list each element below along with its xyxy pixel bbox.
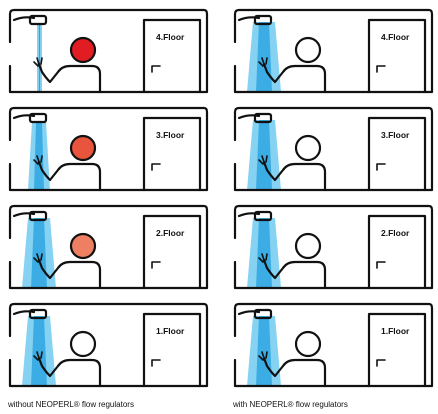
person-head-icon [294,134,322,162]
door-handle-icon [376,261,386,269]
room-outline [233,106,434,192]
door-frame [142,116,202,192]
person-hand-icon [33,155,43,165]
room-outline [233,8,434,94]
panel-with-3: 1.Floor [233,302,434,388]
water-stream-core [34,122,44,190]
room-outline [233,302,434,388]
person-head-icon [294,232,322,260]
door-frame [367,18,427,94]
door-handle-icon [151,163,161,171]
door-frame [367,312,427,388]
door-handle-icon [151,359,161,367]
person-hand-icon [33,351,43,361]
panel-with-1: 3.Floor [233,106,434,192]
shower-head-icon [28,14,48,26]
door-frame [142,18,202,94]
floor-label: 2.Floor [381,228,410,238]
person-hand-icon [258,57,268,67]
shower-head-icon [28,210,48,222]
shower-pipe [237,310,261,316]
room-outline [8,106,209,192]
person-body [262,62,327,94]
panel-without-1: 3.Floor [8,106,209,192]
person-body [37,160,102,192]
floor-label: 3.Floor [381,130,410,140]
shower-pipe [12,310,36,316]
door-frame [367,116,427,192]
person-body [262,258,327,290]
person-hand-icon [33,253,43,263]
room-outline [233,204,434,290]
door-frame [142,214,202,290]
person-body [37,356,102,388]
person-head-icon [69,232,97,260]
room-outline [8,8,209,94]
person-hand-icon [258,253,268,263]
floor-label: 1.Floor [156,326,185,336]
shower-pipe [237,16,261,22]
floor-label: 4.Floor [156,32,185,42]
person-hand-icon [258,351,268,361]
person-body [37,258,102,290]
shower-head-icon [28,308,48,320]
floor-label: 2.Floor [156,228,185,238]
person-body [37,62,102,94]
person-head-icon [294,330,322,358]
person-body [262,356,327,388]
door-frame [367,214,427,290]
shower-head-icon [253,210,273,222]
shower-head-icon [253,112,273,124]
room-outline [8,302,209,388]
floor-label: 4.Floor [381,32,410,42]
panel-without-2: 2.Floor [8,204,209,290]
door-handle-icon [376,163,386,171]
panel-with-0: 4.Floor [233,8,434,94]
person-head-icon [69,36,97,64]
person-hand-icon [33,57,43,67]
door-handle-icon [376,65,386,73]
person-hand-icon [258,155,268,165]
shower-head-icon [28,112,48,124]
shower-pipe [12,212,36,218]
person-head-icon [294,36,322,64]
panel-without-0: 4.Floor [8,8,209,94]
floor-label: 3.Floor [156,130,185,140]
shower-head-icon [253,14,273,26]
panel-without-3: 1.Floor [8,302,209,388]
door-handle-icon [151,65,161,73]
panel-with-2: 2.Floor [233,204,434,290]
door-handle-icon [151,261,161,269]
shower-pipe [12,114,36,120]
door-handle-icon [376,359,386,367]
shower-pipe [237,212,261,218]
shower-pipe [12,16,36,22]
floor-label: 1.Floor [381,326,410,336]
shower-pipe [237,114,261,120]
person-body [262,160,327,192]
door-frame [142,312,202,388]
person-head-icon [69,330,97,358]
shower-head-icon [253,308,273,320]
person-head-icon [69,134,97,162]
room-outline [8,204,209,290]
